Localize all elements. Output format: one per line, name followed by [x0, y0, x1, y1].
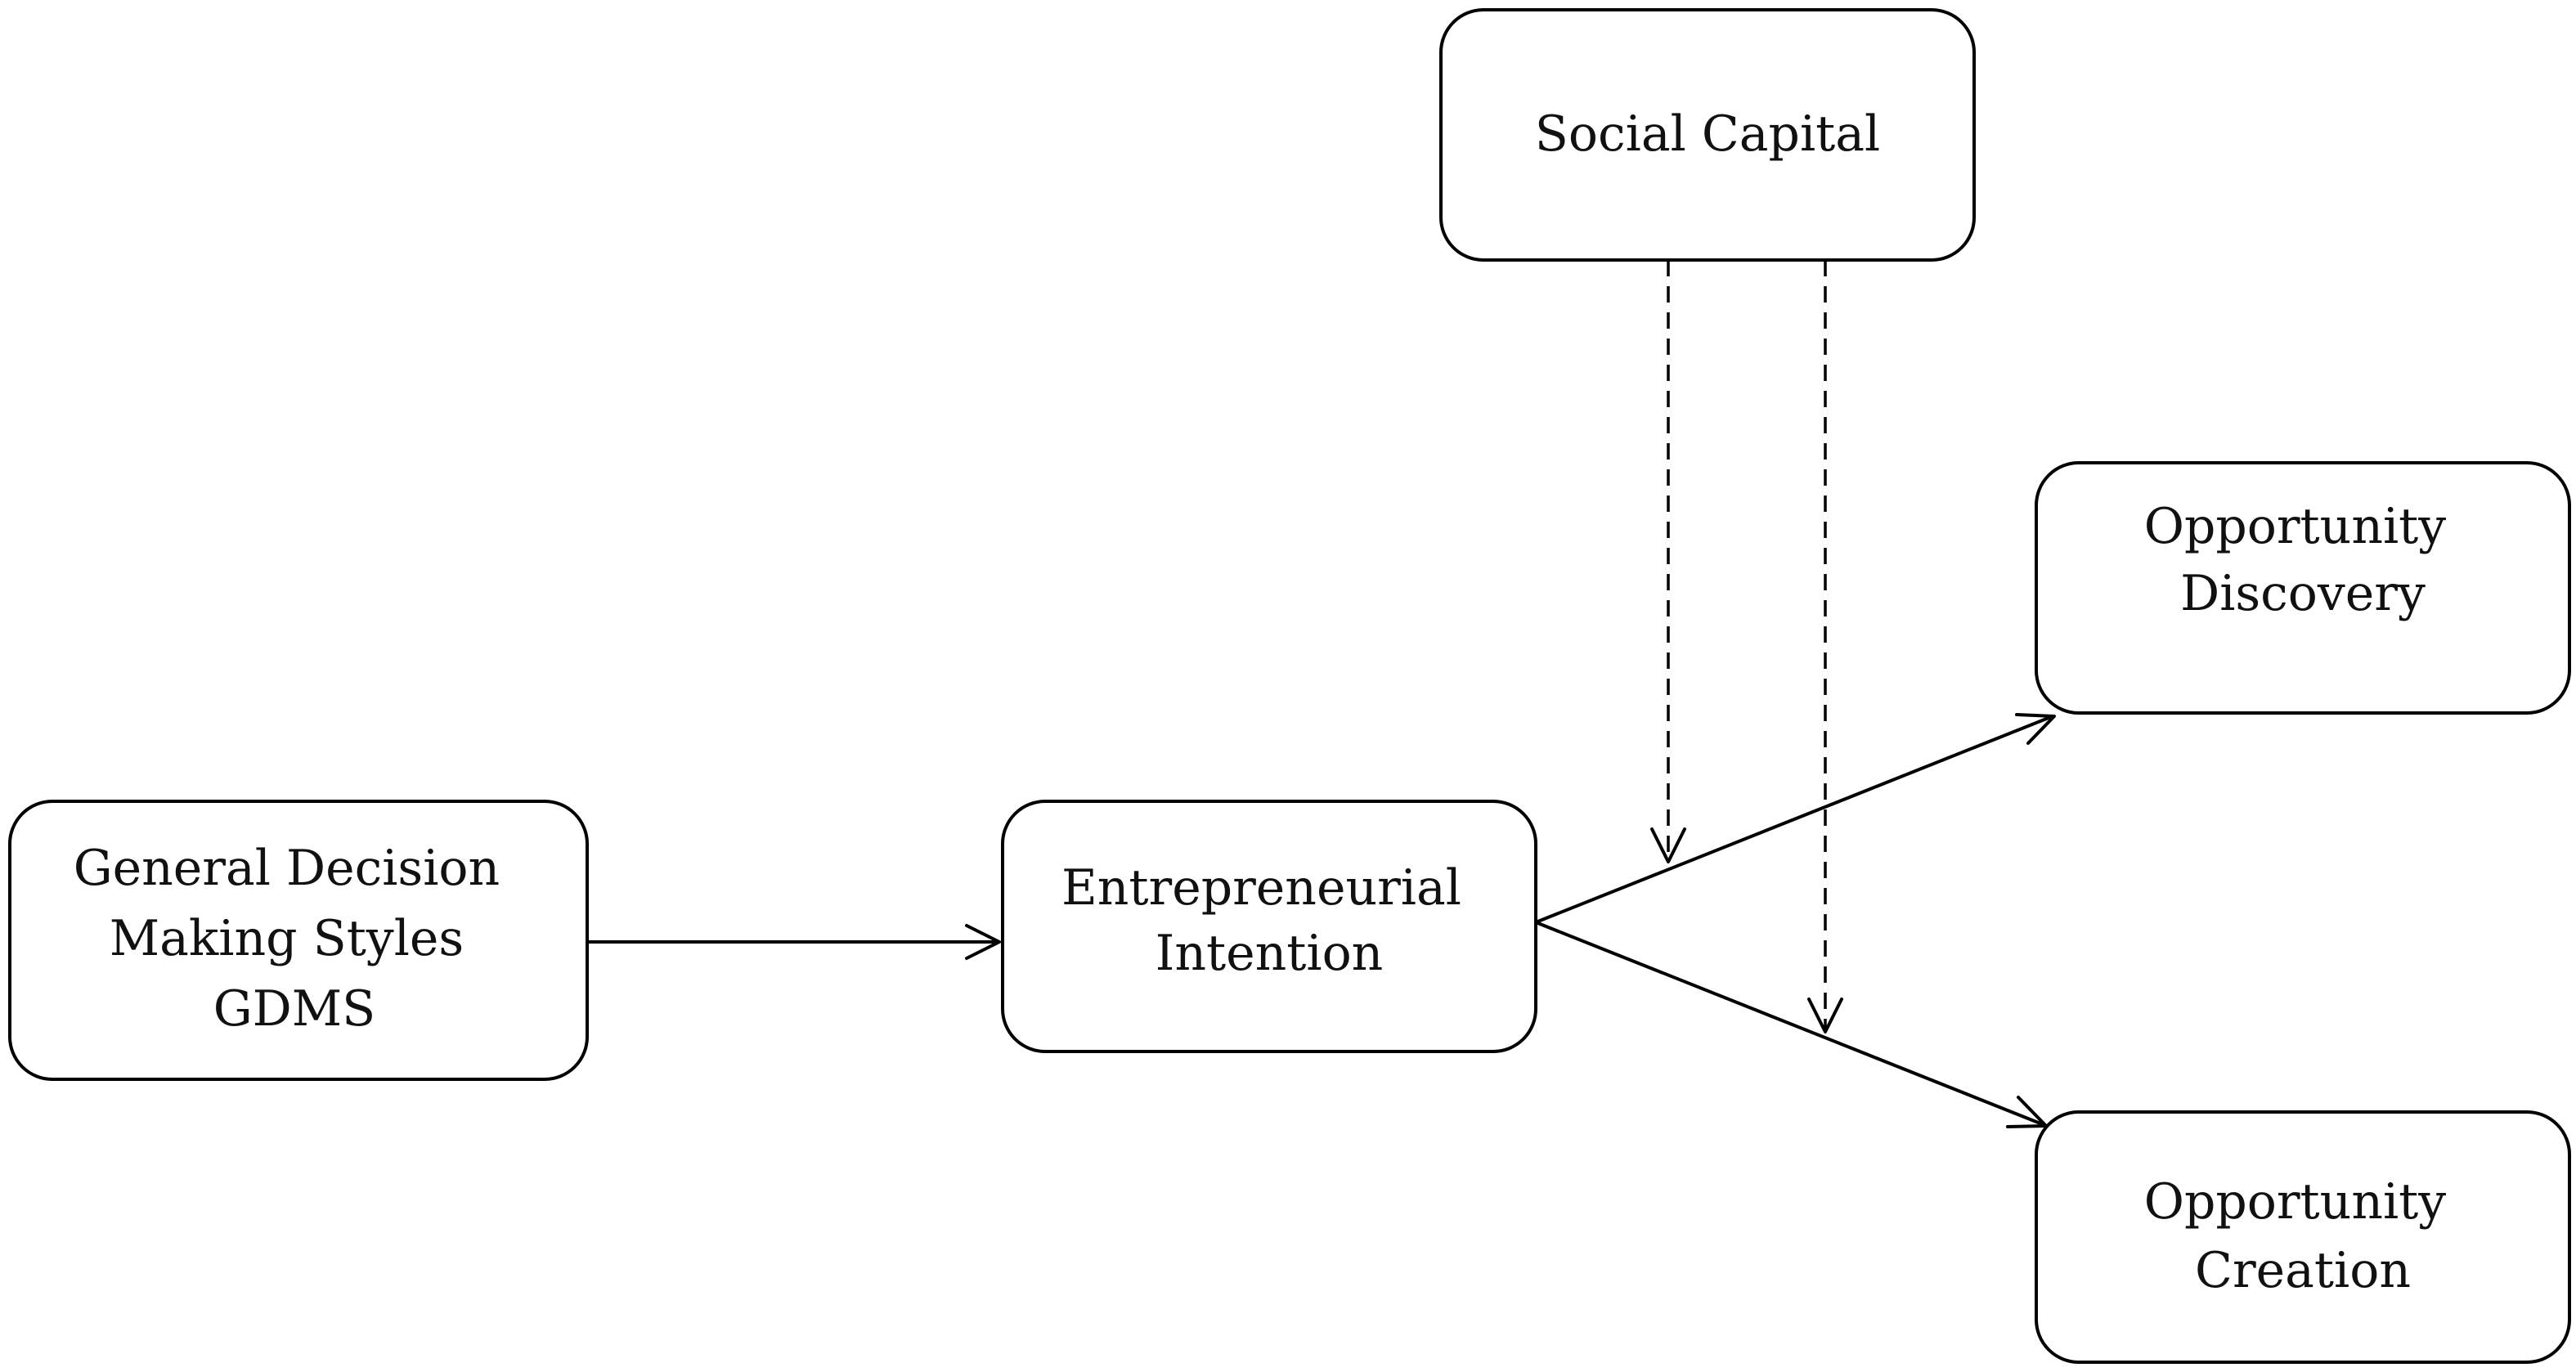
arrowhead-moderation-creation	[1807, 998, 1843, 1033]
node-gdms: General Decision Making Styles GDMS	[8, 800, 589, 1081]
node-gdms-label: General Decision Making Styles GDMS	[74, 840, 516, 1038]
node-opportunity-creation: Opportunity Creation	[2035, 1110, 2571, 1364]
edges	[589, 260, 2056, 1128]
node-opportunity-creation-label: Opportunity Creation	[2144, 1173, 2462, 1299]
arrowhead-moderation-discovery	[1650, 827, 1686, 863]
edge-ei-to-discovery	[1535, 715, 2053, 924]
node-social-capital-label: Social Capital	[1535, 105, 1880, 163]
node-entrepreneurial-intention-label: Entrepreneurial Intention	[1061, 859, 1477, 982]
node-social-capital: Social Capital	[1439, 8, 1976, 262]
arrowhead-gdms-to-ei	[965, 924, 1001, 960]
node-entrepreneurial-intention: Entrepreneurial Intention	[1001, 800, 1537, 1053]
node-opportunity-discovery-label: Opportunity Discovery	[2144, 498, 2462, 622]
arrowhead-ei-to-discovery	[2015, 713, 2056, 745]
node-opportunity-discovery: Opportunity Discovery	[2035, 461, 2571, 715]
edge-ei-to-creation	[1535, 921, 2045, 1127]
